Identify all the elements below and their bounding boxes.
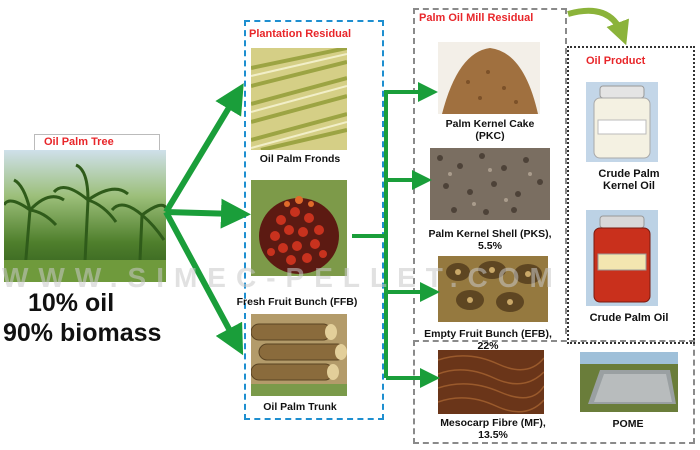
- fresh-fruit-bunch-photo: [251, 180, 347, 276]
- pome-label: POME: [612, 418, 644, 430]
- pome-photo: [580, 352, 678, 412]
- crude-palm-oil-photo: [586, 210, 658, 306]
- arrow-tree-to-trunk: [163, 210, 244, 356]
- oil-percentage: 10% oil: [28, 289, 115, 317]
- empty-fruit-bunch-label: Empty Fruit Bunch (EFB), 22%: [408, 328, 568, 352]
- palm-kernel-shell-line2: 5.5%: [478, 240, 502, 252]
- connector-ffb-vertical: [352, 90, 388, 378]
- palm-kernel-shell-line1: Palm Kernel Shell (PKS),: [428, 228, 552, 240]
- palm-kernel-shell-photo: [430, 148, 550, 220]
- mesocarp-fibre-label: Mesocarp Fibre (MF), 13.5%: [418, 417, 568, 441]
- palm-kernel-cake-line1: Palm Kernel Cake: [445, 118, 535, 130]
- mesocarp-fibre-photo: [438, 350, 544, 414]
- arrow-tree-to-fronds: [163, 83, 244, 214]
- arrow-tree-to-ffb: [165, 198, 251, 229]
- empty-fruit-bunch-photo: [438, 256, 548, 322]
- mesocarp-fibre-line1: Mesocarp Fibre (MF),: [440, 417, 546, 429]
- mill-residual-title: Palm Oil Mill Residual: [419, 12, 534, 24]
- crude-palm-kernel-oil-label: Crude Palm Kernel Oil: [572, 168, 686, 192]
- fresh-fruit-bunch-label: Fresh Fruit Bunch (FFB): [236, 296, 358, 308]
- palm-kernel-cake-photo: [438, 42, 540, 114]
- oil-product-box: [567, 46, 695, 344]
- oil-palm-fronds-label: Oil Palm Fronds: [259, 153, 341, 165]
- curve-arrow-to-oil-product: [567, 7, 630, 46]
- oil-palm-tree-title: Oil Palm Tree: [44, 136, 114, 148]
- palm-kernel-cake-line2: (PKC): [475, 130, 505, 142]
- biomass-percentage: 90% biomass: [3, 319, 162, 347]
- oil-product-title: Oil Product: [586, 55, 646, 67]
- mesocarp-fibre-line2: 13.5%: [478, 429, 508, 441]
- crude-palm-kernel-oil-line2: Kernel Oil: [603, 180, 655, 192]
- empty-fruit-bunch-line2: 22%: [477, 340, 499, 352]
- plantation-residual-title: Plantation Residual: [249, 28, 352, 40]
- empty-fruit-bunch-line1: Empty Fruit Bunch (EFB),: [424, 328, 552, 340]
- mill-residual-box-bottom: [413, 340, 695, 444]
- palm-kernel-shell-label: Palm Kernel Shell (PKS), 5.5%: [412, 228, 568, 252]
- oil-palm-tree-photo: [4, 150, 166, 282]
- oil-palm-fronds-photo: [251, 48, 347, 150]
- oil-palm-trunk-label: Oil Palm Trunk: [263, 401, 337, 413]
- watermark-text: WWW.SIMEC-PELLET.COM: [2, 262, 563, 293]
- crude-palm-kernel-oil-line1: Crude Palm: [598, 168, 660, 180]
- crude-palm-oil-label: Crude Palm Oil: [589, 312, 669, 324]
- crude-palm-kernel-oil-photo: [586, 82, 658, 162]
- oil-palm-trunk-photo: [251, 314, 347, 396]
- palm-kernel-cake-label: Palm Kernel Cake (PKC): [420, 118, 560, 142]
